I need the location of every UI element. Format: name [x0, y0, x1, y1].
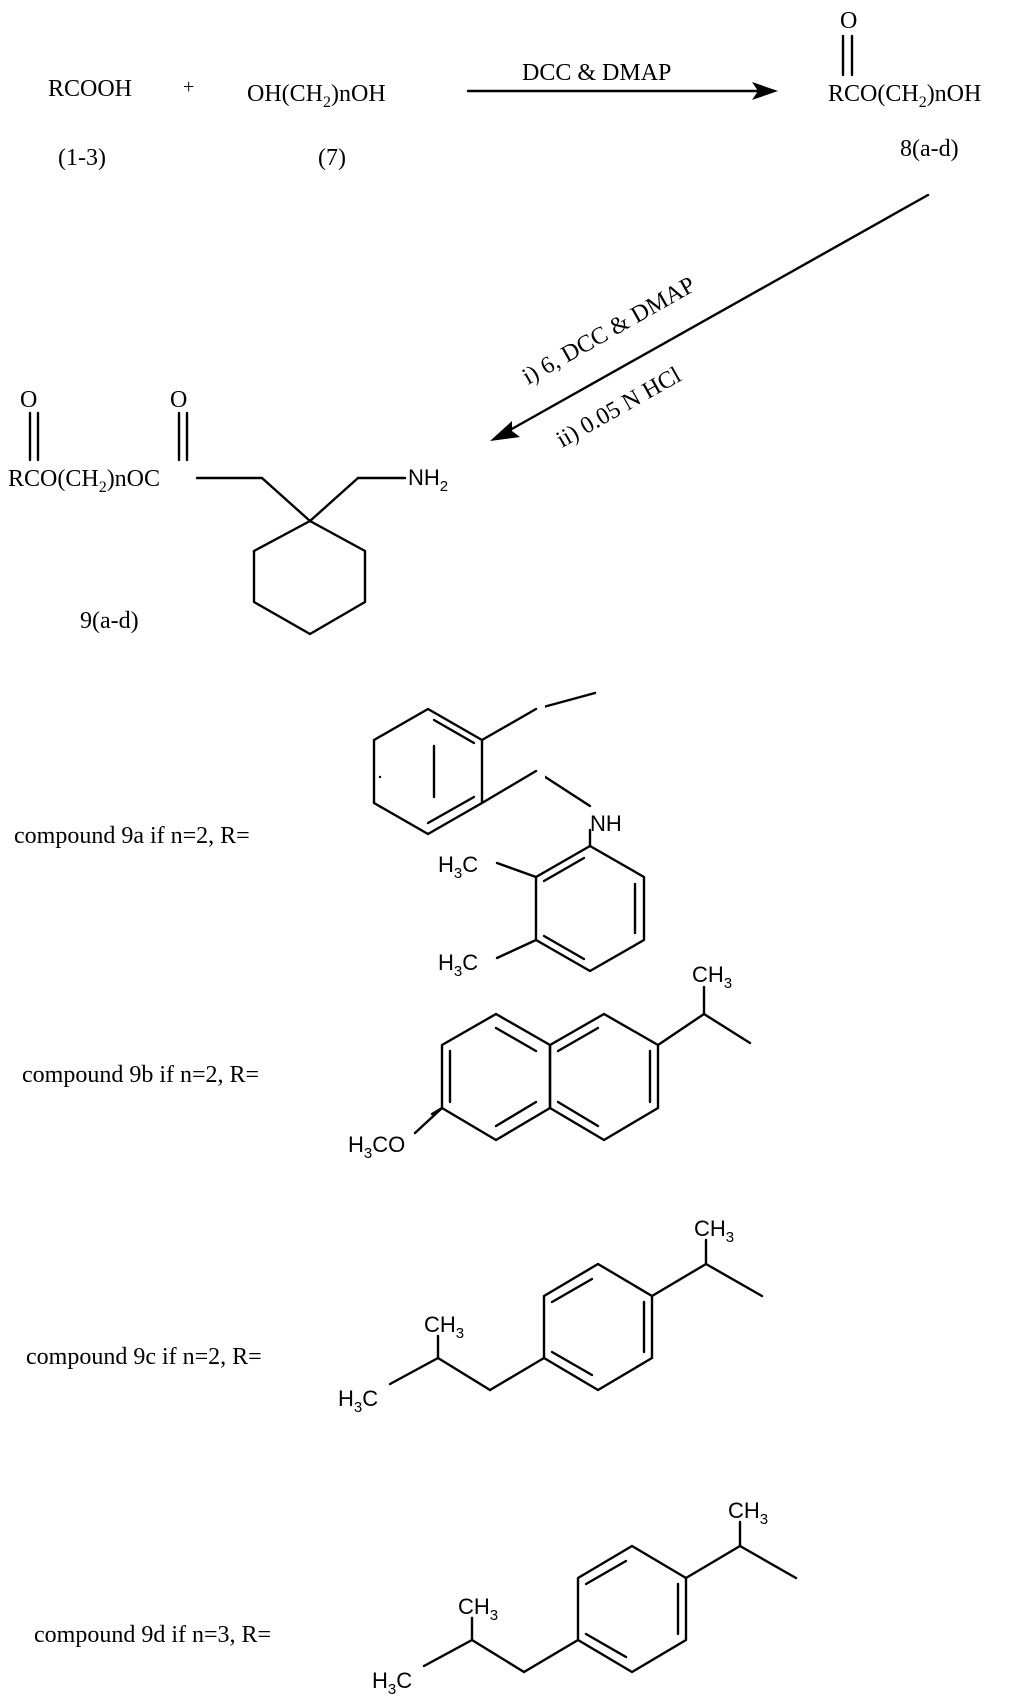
reaction-arrow-2	[490, 193, 930, 441]
compound-9a-methyl-1: H3C	[438, 852, 478, 882]
compound-9d-ch3-branch: CH3	[458, 1594, 498, 1624]
compound-9b-structure	[413, 985, 752, 1142]
compound-9c-label: compound 9c if n=2, R=	[26, 1344, 262, 1370]
product-9-formula: RCO(CH2)nOC	[8, 466, 160, 496]
label-1-3: (1-3)	[58, 145, 106, 171]
plus-sign: +	[183, 76, 194, 98]
compound-9c-ch3-top: CH3	[694, 1216, 734, 1246]
compound-9d-ch3-top: CH3	[728, 1498, 768, 1528]
label-7: (7)	[318, 145, 346, 171]
carbonyl-bond-8	[841, 34, 854, 77]
gabapentin-skeleton	[195, 476, 407, 636]
compound-9d-structure	[422, 1520, 798, 1674]
carbonyl-oxygen-9-left: O	[20, 387, 37, 413]
compound-9c-structure	[388, 1238, 764, 1392]
carbonyl-oxygen-8: O	[840, 8, 857, 34]
product-8-formula: RCO(CH2)nOH	[828, 81, 981, 111]
compound-9b-label: compound 9b if n=2, R=	[22, 1062, 259, 1088]
compound-9b-methoxy: H3CO	[348, 1132, 405, 1162]
compound-9c-ch3-branch: CH3	[424, 1312, 464, 1342]
compound-9c-h3c: H3C	[338, 1386, 378, 1416]
reagents-step2-line2: ii) 0.05 N HCl	[552, 362, 686, 453]
compound-9a-methyl-2: H3C	[438, 950, 478, 980]
amine-nh2: NH2	[408, 465, 448, 495]
compound-9b-ch3: CH3	[692, 962, 732, 992]
carbonyl-oxygen-9-right: O	[170, 387, 187, 413]
compound-9a-upper-ring	[372, 707, 538, 836]
compound-9d-h3c: H3C	[372, 1668, 412, 1698]
carbonyl-bonds-9	[28, 411, 189, 462]
reactant-diol: OH(CH2)nOH	[247, 81, 386, 111]
compound-9d-label: compound 9d if n=3, R=	[34, 1622, 271, 1648]
compound-9a-nh: NH	[590, 811, 622, 836]
label-8a-d: 8(a-d)	[900, 136, 959, 162]
reaction-arrow-1	[466, 82, 778, 100]
compound-9a-label: compound 9a if n=2, R=	[14, 823, 250, 849]
label-9a-d: 9(a-d)	[80, 608, 139, 634]
reagents-step1: DCC & DMAP	[522, 60, 671, 86]
reactant-rcooh: RCOOH	[48, 76, 132, 102]
